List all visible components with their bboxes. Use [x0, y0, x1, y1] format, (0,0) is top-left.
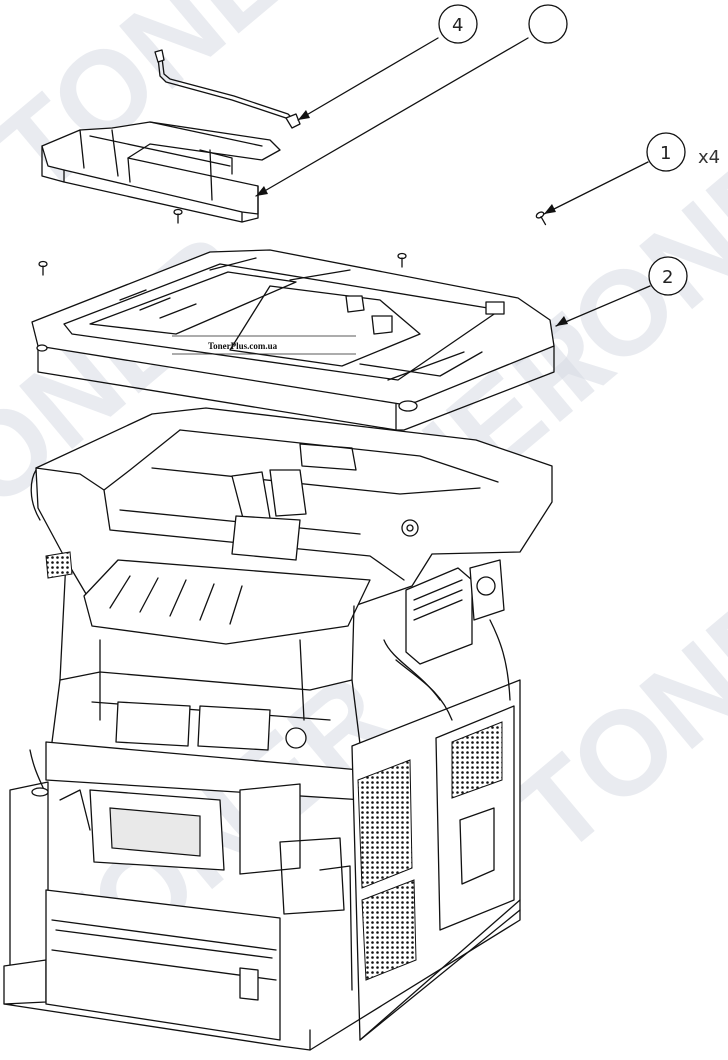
callout-circle: [528, 4, 568, 44]
screw-group: [38, 208, 547, 276]
screw: [38, 260, 48, 276]
screw: [535, 211, 547, 226]
screw: [397, 252, 407, 268]
callout-label-1: 1: [660, 143, 671, 164]
callout-circle: [438, 4, 478, 44]
screw: [173, 208, 183, 224]
callout-1: 1 x4: [646, 132, 720, 172]
callout-qty-1: x4: [698, 147, 720, 168]
part-2-scanner-frame: [31, 249, 555, 431]
callout-circle: [648, 256, 688, 296]
svg-text:TONER: TONER: [491, 509, 728, 880]
watermark-label-box: TonerPlus.com.ua: [172, 335, 356, 355]
part-3-cable: [154, 49, 301, 129]
callout-circle: [646, 132, 686, 172]
part-4-bracket: [41, 121, 281, 223]
callout-label-3: 4: [452, 15, 463, 36]
callout-4: [528, 4, 568, 44]
callout-label-2: 2: [662, 267, 673, 288]
callout-3: 4: [438, 4, 478, 44]
watermark-label: TonerPlus.com.ua: [208, 341, 278, 351]
leader-lines: [255, 37, 651, 327]
printer-body: [3, 407, 553, 1051]
callout-2: 2: [648, 256, 688, 296]
